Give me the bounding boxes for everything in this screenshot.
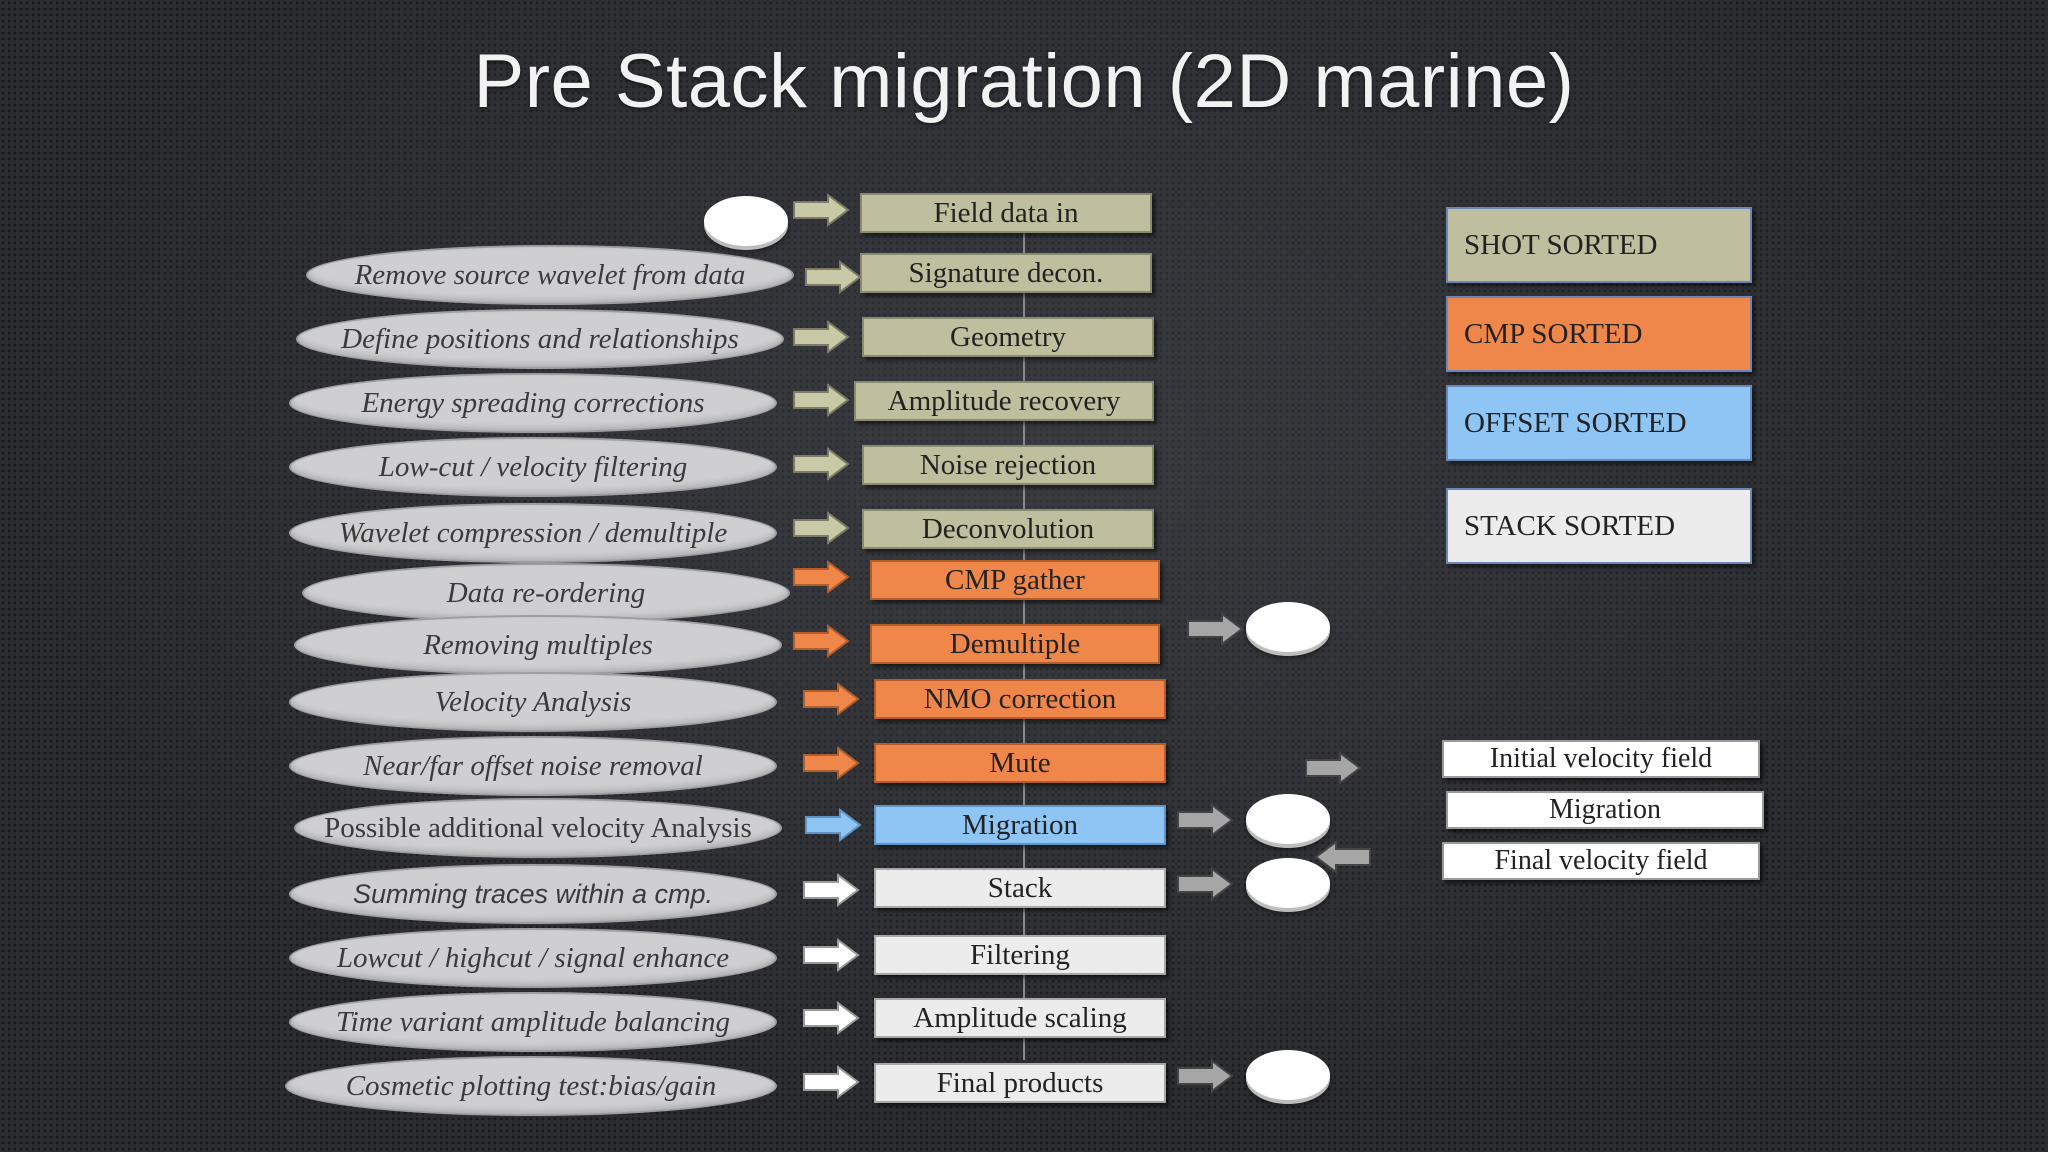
step-geometry: Geometry (862, 317, 1154, 357)
arrow-right-icon (1177, 867, 1234, 901)
storage-disk-icon (1246, 602, 1330, 652)
step-final-products: Final products (874, 1063, 1166, 1103)
legend-cmp-sorted: CMP SORTED (1446, 296, 1752, 372)
arrow-right-icon (793, 320, 850, 354)
storage-disk-icon (1246, 1050, 1330, 1100)
arrow-right-icon (803, 1065, 860, 1099)
step-field-data-in: Field data in (860, 193, 1152, 233)
arrow-right-icon (1305, 751, 1362, 785)
arrow-right-icon (803, 682, 860, 716)
storage-disk-icon (1246, 858, 1330, 908)
description-oval: Data re-ordering (302, 563, 790, 623)
arrow-right-icon (793, 193, 850, 227)
description-oval: Removing multiples (294, 615, 782, 675)
legend-shot-sorted: SHOT SORTED (1446, 207, 1752, 283)
arrow-right-icon (793, 447, 850, 481)
arrow-right-icon (803, 873, 860, 907)
step-stack: Stack (874, 868, 1166, 908)
step-noise-rejection: Noise rejection (862, 445, 1154, 485)
description-oval: Wavelet compression / demultiple (289, 503, 777, 563)
storage-disk-icon (1246, 794, 1330, 844)
arrow-left-icon (1314, 840, 1371, 874)
initial-velocity-field-box: Initial velocity field (1442, 740, 1760, 778)
description-oval: Define positions and relationships (296, 309, 784, 369)
description-oval: Time variant amplitude balancing (289, 992, 777, 1052)
description-oval: Energy spreading corrections (289, 373, 777, 433)
step-amplitude-scaling: Amplitude scaling (874, 998, 1166, 1038)
arrow-right-icon (805, 260, 862, 294)
step-deconvolution: Deconvolution (862, 509, 1154, 549)
arrow-right-icon (1177, 1059, 1234, 1093)
description-oval: Summing traces within a cmp. (289, 864, 777, 924)
arrow-right-icon (793, 624, 850, 658)
step-mute: Mute (874, 743, 1166, 783)
description-oval: Cosmetic plotting test:bias/gain (285, 1056, 777, 1116)
step-filtering: Filtering (874, 935, 1166, 975)
arrow-right-icon (793, 560, 850, 594)
step-amplitude-recovery: Amplitude recovery (854, 381, 1154, 421)
arrow-right-icon (1177, 803, 1234, 837)
description-oval: Lowcut / highcut / signal enhance (289, 928, 777, 988)
description-oval: Near/far offset noise removal (289, 736, 777, 796)
step-demultiple: Demultiple (870, 624, 1160, 664)
arrow-right-icon (805, 808, 862, 842)
step-migration: Migration (874, 805, 1166, 845)
description-oval: Possible additional velocity Analysis (294, 798, 782, 858)
storage-disk-icon (704, 196, 788, 246)
description-oval: Remove source wavelet from data (306, 245, 794, 305)
step-signature-decon: Signature decon. (860, 253, 1152, 293)
step-nmo-correction: NMO correction (874, 679, 1166, 719)
step-cmp-gather: CMP gather (870, 560, 1160, 600)
arrow-right-icon (803, 938, 860, 972)
arrow-right-icon (803, 1001, 860, 1035)
migration-box: Migration (1446, 791, 1764, 829)
final-velocity-field-box: Final velocity field (1442, 842, 1760, 880)
arrow-right-icon (803, 746, 860, 780)
arrow-right-icon (793, 383, 850, 417)
arrow-right-icon (793, 511, 850, 545)
legend-stack-sorted: STACK SORTED (1446, 488, 1752, 564)
arrow-right-icon (1187, 612, 1244, 646)
slide-title: Pre Stack migration (2D marine) (473, 39, 1575, 124)
description-oval: Low-cut / velocity filtering (289, 437, 777, 497)
legend-offset-sorted: OFFSET SORTED (1446, 385, 1752, 461)
description-oval: Velocity Analysis (289, 672, 777, 732)
